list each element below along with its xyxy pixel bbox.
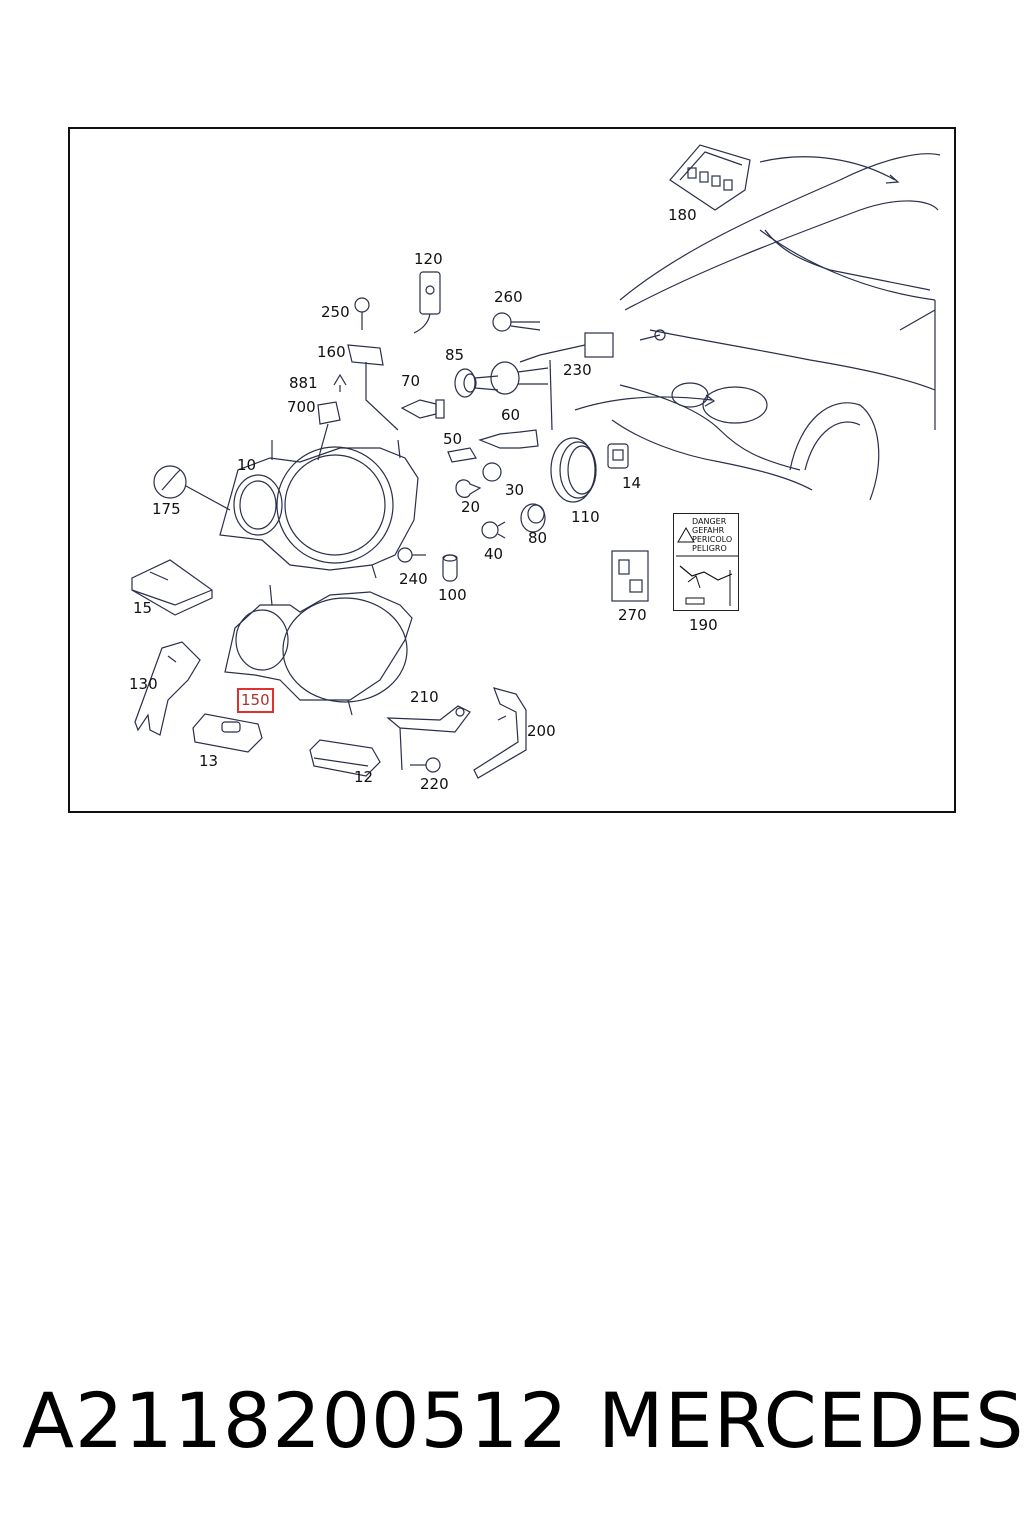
part-190-warning-label: DANGER GEFAHR PERICOLO PELIGRO xyxy=(673,513,739,611)
part-60-bulb xyxy=(478,429,539,449)
callout-12: 12 xyxy=(354,768,374,786)
callout-110: 110 xyxy=(571,508,600,526)
part-12-ballast xyxy=(309,739,381,777)
part-881-screw xyxy=(333,373,347,392)
part-100-sleeve xyxy=(442,554,458,582)
callout-40: 40 xyxy=(484,545,504,563)
callout-230: 230 xyxy=(563,361,592,379)
part-15-control-unit xyxy=(131,559,213,616)
callout-100: 100 xyxy=(438,586,467,604)
callout-120: 120 xyxy=(414,250,443,268)
callout-60: 60 xyxy=(501,406,521,424)
part-number: A2118200512 xyxy=(22,1376,569,1465)
warning-line-peligro: PELIGRO xyxy=(692,544,727,553)
part-220-screw xyxy=(410,757,441,773)
part-120-bracket xyxy=(413,271,441,334)
warning-triangle-icon xyxy=(676,526,738,606)
part-14-connector xyxy=(607,443,629,469)
part-110-ring xyxy=(550,437,597,503)
callout-80: 80 xyxy=(528,529,548,547)
callout-50: 50 xyxy=(443,430,463,448)
diagram-frame xyxy=(68,127,956,813)
callout-85: 85 xyxy=(445,346,465,364)
callout-150-highlighted[interactable]: 150 xyxy=(237,688,274,713)
callout-13: 13 xyxy=(199,752,219,770)
callout-180: 180 xyxy=(668,206,697,224)
part-85-socket xyxy=(454,368,499,398)
arrow-to-headlamp xyxy=(574,396,713,411)
exploded-parts-diagram xyxy=(131,144,941,779)
callout-130: 130 xyxy=(129,675,158,693)
warning-line-danger: DANGER xyxy=(692,517,727,526)
callout-260: 260 xyxy=(494,288,523,306)
part-30-socket xyxy=(482,462,502,482)
part-250-bolt xyxy=(354,297,370,330)
part-240-bolt xyxy=(397,547,426,563)
callout-220: 220 xyxy=(420,775,449,793)
part-230-harness xyxy=(519,332,614,431)
callout-200: 200 xyxy=(527,722,556,740)
part-160-clip xyxy=(347,344,399,431)
callout-250: 250 xyxy=(321,303,350,321)
part-130-bracket xyxy=(134,641,201,736)
part-70-bulb xyxy=(400,399,445,419)
footer-caption: A2118200512 MERCEDES xyxy=(22,1376,1023,1466)
callout-15: 15 xyxy=(133,599,153,617)
car-outline xyxy=(611,153,941,501)
vehicle-make: MERCEDES xyxy=(598,1376,1024,1465)
part-260-socket xyxy=(492,312,541,332)
callout-190: 190 xyxy=(689,616,718,634)
callout-20: 20 xyxy=(461,498,481,516)
warning-text-block: DANGER GEFAHR PERICOLO PELIGRO xyxy=(692,517,732,553)
part-13-ballast xyxy=(192,713,263,753)
callout-70: 70 xyxy=(401,372,421,390)
callout-240: 240 xyxy=(399,570,428,588)
callout-210: 210 xyxy=(410,688,439,706)
part-200-bracket xyxy=(473,687,527,779)
callout-30: 30 xyxy=(505,481,525,499)
part-80-cap xyxy=(520,503,546,533)
part-40-socket xyxy=(481,521,506,539)
part-210-bracket xyxy=(386,705,471,771)
part-85-bulb xyxy=(490,361,549,395)
callout-881: 881 xyxy=(289,374,318,392)
warning-line-gefahr: GEFAHR xyxy=(692,526,725,535)
part-20-bulb xyxy=(455,479,482,498)
part-150-lens-frame xyxy=(224,584,413,716)
callout-10: 10 xyxy=(237,456,257,474)
callout-160: 160 xyxy=(317,343,346,361)
callout-14: 14 xyxy=(622,474,642,492)
warning-line-pericolo: PERICOLO xyxy=(692,535,733,544)
arrow-to-fusebox xyxy=(759,156,896,181)
part-700-cover xyxy=(317,401,341,461)
part-50-bulb xyxy=(447,447,477,463)
part-175-tool-icon xyxy=(153,465,231,511)
part-10-headlamp xyxy=(219,439,419,579)
part-180-control-unit xyxy=(669,144,751,211)
callout-175: 175 xyxy=(152,500,181,518)
callout-270: 270 xyxy=(618,606,647,624)
part-270-label xyxy=(611,550,649,602)
callout-700: 700 xyxy=(287,398,316,416)
